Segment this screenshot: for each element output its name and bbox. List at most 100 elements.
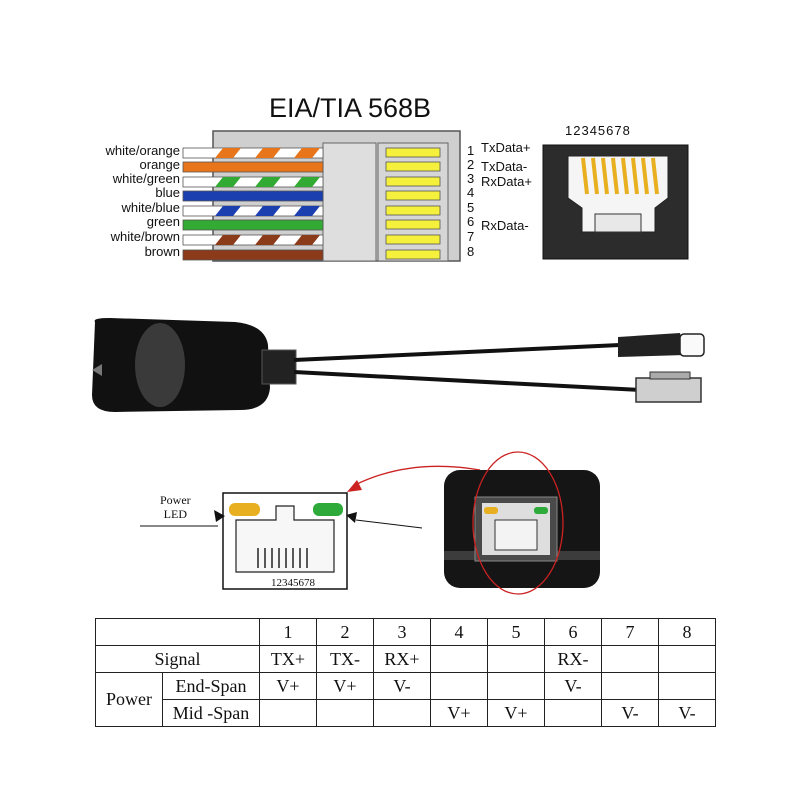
table-row: Power End-Span V+ V+ V- V- [95, 672, 716, 727]
wire-4 [182, 190, 324, 202]
table-header-empty [95, 618, 260, 646]
pointer-arrowhead-icon [347, 480, 362, 492]
jack-pin [621, 157, 629, 195]
table-cell: V- [373, 672, 431, 700]
table-row: Mid -Span V+ V+ V- V- [96, 699, 716, 727]
wire-stripe [294, 177, 320, 187]
power-led-caption: Power LED [160, 493, 191, 521]
jack-pin [581, 157, 589, 195]
pin-signal: RxData+ [481, 174, 532, 189]
wire-stripe [215, 206, 241, 216]
wire-5 [182, 205, 324, 217]
pin-number: 5 [467, 200, 475, 215]
plug-contact-7 [385, 234, 441, 245]
wire-stripe [294, 148, 320, 158]
dc-cable [293, 343, 621, 362]
power-row-label: Power [95, 672, 163, 727]
table-cell: RX+ [373, 645, 431, 673]
right-leader-line [355, 519, 423, 529]
table-header-pin: 6 [544, 618, 602, 646]
wire-stripe [215, 177, 241, 187]
ethernet-cable [293, 370, 641, 392]
caption-arrowhead-icon [214, 510, 225, 522]
power-led-green [313, 503, 343, 516]
wire-stripe [215, 235, 241, 245]
table-cell: TX- [316, 645, 374, 673]
splitter-arrow-icon [92, 364, 102, 376]
highlight-ellipse [472, 451, 564, 595]
table-cell: V- [658, 699, 716, 727]
table-cell: V- [544, 672, 602, 700]
wire-stripe [294, 206, 320, 216]
cable-strain-relief [261, 349, 297, 385]
wire-label: blue [155, 185, 180, 200]
wire-label: white/blue [121, 200, 180, 215]
jack-pin [601, 157, 609, 195]
wire-3 [182, 176, 324, 188]
rj45-plug-latch [649, 371, 691, 380]
plug-contact-1 [385, 147, 441, 158]
table-cell: V+ [430, 699, 488, 727]
dc-plug-tip [679, 333, 705, 357]
wire-1 [182, 147, 324, 159]
table-header-pin: 3 [373, 618, 431, 646]
table-cell [658, 672, 716, 700]
power-led-amber [229, 503, 260, 516]
wire-stripe [215, 148, 241, 158]
table-cell: RX- [544, 645, 602, 673]
caption-line: LED [163, 507, 187, 521]
pin-signal: TxData- [481, 159, 528, 174]
wire-stripe [255, 206, 281, 216]
table-header-pin: 2 [316, 618, 374, 646]
wire-stripe [294, 235, 320, 245]
wire-8 [182, 249, 324, 261]
table-cell [601, 645, 659, 673]
wire-label: white/orange [105, 143, 180, 158]
pin-number: 1 [467, 143, 475, 158]
poe-pinout-table: 1 2 3 4 5 6 7 8 Signal TX+ TX- RX+ RX- P… [95, 618, 716, 727]
right-arrowhead-icon [346, 512, 357, 523]
pin-number: 3 [467, 171, 475, 186]
mid-span-label: Mid -Span [162, 699, 260, 727]
device-led-green [534, 507, 548, 514]
table-cell [544, 699, 602, 727]
plug-latch-section [322, 142, 377, 262]
plug-contact-2 [385, 161, 441, 172]
wire-label: white/brown [110, 229, 180, 244]
jack-pin [611, 157, 619, 195]
wire-stripe [255, 177, 281, 187]
table-header-pin: 1 [259, 618, 317, 646]
led-jack-opening [235, 505, 335, 573]
wire-label: orange [139, 157, 180, 172]
table-cell: V+ [316, 672, 374, 700]
wire-stripe [255, 148, 281, 158]
jack-pin [631, 157, 639, 195]
signal-row-label: Signal [95, 645, 260, 673]
caption-line: Power [160, 493, 191, 507]
dc-plug-body [618, 333, 685, 357]
splitter-grip [135, 323, 185, 407]
diagram-title: EIA/TIA 568B [268, 93, 432, 123]
pin-signal: RxData- [481, 218, 529, 233]
table-row: 1 2 3 4 5 6 7 8 [95, 618, 716, 646]
table-cell [487, 672, 545, 700]
table-cell [658, 645, 716, 673]
wire-2 [182, 161, 324, 173]
jack-pin-numbers: 12345678 [565, 123, 631, 138]
rj45-plug-end [635, 377, 702, 403]
jack-pin [591, 157, 599, 195]
jack-pin [651, 157, 659, 195]
table-cell [373, 699, 431, 727]
device-jack-opening [494, 519, 538, 551]
table-header-pin: 5 [487, 618, 545, 646]
device-led-amber [484, 507, 498, 514]
led-jack-pin-numbers: 12345678 [271, 577, 315, 589]
wire-6 [182, 219, 324, 231]
table-cell [487, 645, 545, 673]
plug-contact-5 [385, 205, 441, 216]
table-header-pin: 7 [601, 618, 659, 646]
pointer-arrow-line [354, 465, 481, 486]
table-cell: V- [601, 699, 659, 727]
wire-stripe [255, 235, 281, 245]
